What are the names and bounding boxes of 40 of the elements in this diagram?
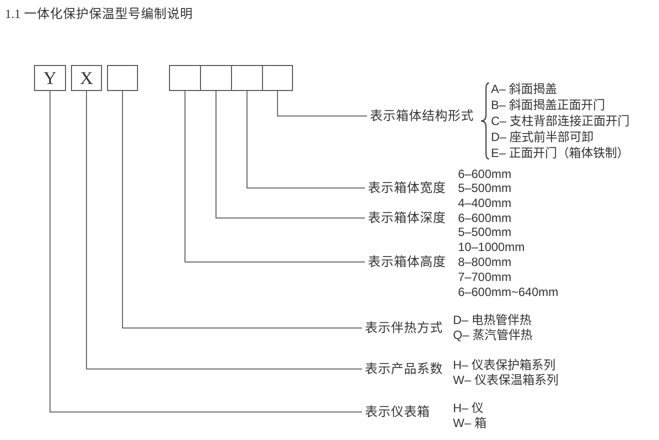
- field-description: 表示仪表箱: [365, 404, 430, 420]
- dimension-value: 6–600mm: [458, 166, 512, 182]
- leader-line: [86, 90, 362, 370]
- empty-code-box: [107, 65, 138, 91]
- leader-line: [122, 90, 362, 328]
- dimension-value: 6–600mm~640mm: [458, 284, 558, 300]
- dimension-value: 5–500mm: [458, 225, 512, 240]
- code-option: H– 仪表保护箱系列: [453, 358, 556, 372]
- dimension-value: 8–800mm: [458, 254, 512, 270]
- field-description: 表示箱体高度: [368, 254, 446, 270]
- leader-line: [246, 90, 366, 188]
- code-box: [71, 65, 102, 91]
- code-option: Q– 蒸汽管伴热: [453, 328, 532, 342]
- code-option: A– 斜面揭盖: [491, 82, 558, 96]
- code-option: C– 支柱背部连接正面开门: [491, 114, 630, 128]
- dimension-value: 6–600mm: [458, 210, 512, 226]
- field-description: 表示产品系数: [365, 361, 443, 377]
- dimension-value: 4–400mm: [458, 196, 512, 210]
- dimension-value: 10–1000mm: [458, 240, 525, 254]
- code-option: W– 箱: [453, 416, 486, 431]
- code-option: E– 正面开门（箱体铁制）: [491, 146, 630, 160]
- field-description: 表示伴热方式: [365, 320, 443, 336]
- field-description: 表示箱体深度: [368, 210, 446, 226]
- code-box: [34, 65, 66, 91]
- leader-line: [50, 90, 362, 412]
- code-option: H– 仪: [453, 400, 484, 416]
- leader-line: [277, 90, 368, 116]
- field-description: 表示箱体宽度: [368, 180, 446, 196]
- dimension-value: 7–700mm: [458, 270, 512, 284]
- code-option: D– 电热管伴热: [453, 312, 532, 328]
- code-option: W– 仪表保温箱系列: [453, 372, 558, 388]
- code-letter: Y: [44, 68, 56, 88]
- code-option: B– 斜面揭盖正面开门: [491, 98, 606, 112]
- field-description: 表示箱体结构形式: [370, 108, 474, 124]
- code-letter: X: [80, 68, 93, 88]
- leader-line: [216, 90, 366, 218]
- leader-line: [184, 90, 366, 262]
- page-title: 1.1 一体化保护保温型号编制说明: [5, 6, 193, 22]
- dimension-value: 5–500mm: [458, 181, 512, 196]
- code-option: D– 座式前半部可卸: [491, 130, 594, 144]
